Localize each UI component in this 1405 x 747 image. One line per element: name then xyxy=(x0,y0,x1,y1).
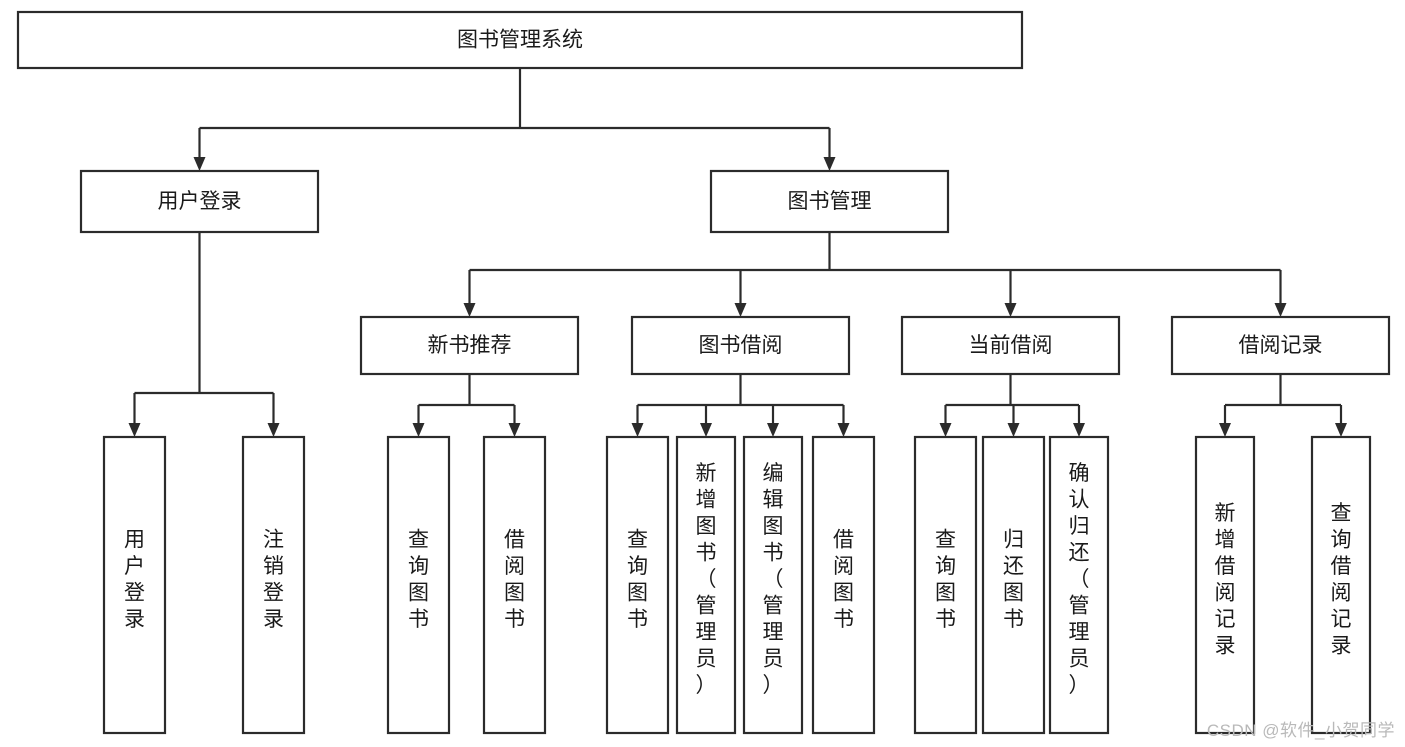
node-leaf-borrow-book-1-box[interactable] xyxy=(482,435,547,735)
node-leaf-add-book[interactable]: 新增图书（管理员） xyxy=(675,435,737,735)
node-leaf-query-record[interactable]: 查询借阅记录 xyxy=(1310,435,1372,735)
node-leaf-add-record-box[interactable] xyxy=(1194,435,1256,735)
node-leaf-query-record-label: 查询借阅记录 xyxy=(1331,502,1352,658)
node-leaf-borrow-book-2-box[interactable] xyxy=(811,435,876,735)
arrow-head-icon xyxy=(700,423,712,437)
node-leaf-user-login-label: 用户登录 xyxy=(124,528,145,631)
node-leaf-edit-book[interactable]: 编辑图书（管理员） xyxy=(742,435,804,735)
node-leaf-logout-label: 注销登录 xyxy=(263,528,284,631)
node-current-borrow[interactable]: 当前借阅 xyxy=(900,315,1121,376)
node-leaf-query-book-1-box[interactable] xyxy=(386,435,451,735)
node-book-borrow-box[interactable] xyxy=(630,315,851,376)
node-leaf-confirm-return-box[interactable] xyxy=(1048,435,1110,735)
node-leaf-query-book-1[interactable]: 查询图书 xyxy=(386,435,451,735)
arrow-head-icon xyxy=(823,157,836,171)
node-leaf-return-book[interactable]: 归还图书 xyxy=(981,435,1046,735)
node-leaf-add-book-label: 新增图书（管理员） xyxy=(696,462,717,697)
arrow-head-icon xyxy=(508,423,521,437)
node-leaf-borrow-book-1[interactable]: 借阅图书 xyxy=(482,435,547,735)
node-borrow-record-box[interactable] xyxy=(1170,315,1391,376)
node-book-borrow[interactable]: 图书借阅 xyxy=(630,315,851,376)
node-boxes: 图书管理系统用户登录图书管理新书推荐图书借阅当前借阅借阅记录用户登录注销登录查询… xyxy=(16,10,1391,735)
node-leaf-query-book-2-label: 查询图书 xyxy=(627,528,648,631)
node-leaf-query-book-3-label: 查询图书 xyxy=(935,528,956,631)
node-root-system-label: 图书管理系统 xyxy=(457,29,583,52)
node-book-borrow-label: 图书借阅 xyxy=(699,334,783,357)
arrow-head-icon xyxy=(463,303,476,317)
node-current-borrow-box[interactable] xyxy=(900,315,1121,376)
arrow-head-icon xyxy=(734,303,747,317)
node-book-manage-box[interactable] xyxy=(709,169,950,234)
node-leaf-confirm-return-label: 确认归还（管理员） xyxy=(1069,462,1090,697)
node-borrow-record[interactable]: 借阅记录 xyxy=(1170,315,1391,376)
node-new-book-recommend-box[interactable] xyxy=(359,315,580,376)
node-leaf-query-book-3[interactable]: 查询图书 xyxy=(913,435,978,735)
node-user-login[interactable]: 用户登录 xyxy=(79,169,320,234)
node-leaf-logout[interactable]: 注销登录 xyxy=(241,435,306,735)
node-leaf-add-record-label: 新增借阅记录 xyxy=(1215,502,1236,658)
node-leaf-return-book-label: 归还图书 xyxy=(1003,528,1024,631)
arrow-head-icon xyxy=(767,423,779,437)
arrow-head-icon xyxy=(193,157,206,171)
node-leaf-user-login-box[interactable] xyxy=(102,435,167,735)
arrow-head-icon xyxy=(1007,423,1020,437)
node-new-book-recommend-label: 新书推荐 xyxy=(428,334,512,357)
node-user-login-box[interactable] xyxy=(79,169,320,234)
node-book-manage[interactable]: 图书管理 xyxy=(709,169,950,234)
arrow-head-icon xyxy=(939,423,952,437)
arrow-head-icon xyxy=(128,423,141,437)
arrow-head-icon xyxy=(837,423,850,437)
arrow-head-icon xyxy=(631,423,644,437)
arrow-head-icon xyxy=(1335,423,1347,437)
arrow-head-icon xyxy=(267,423,280,437)
arrow-head-icon xyxy=(1274,303,1287,317)
node-leaf-return-book-box[interactable] xyxy=(981,435,1046,735)
node-leaf-edit-book-box[interactable] xyxy=(742,435,804,735)
node-user-login-label: 用户登录 xyxy=(158,190,242,213)
node-leaf-query-book-2-box[interactable] xyxy=(605,435,670,735)
node-leaf-borrow-book-1-label: 借阅图书 xyxy=(504,528,525,631)
node-root-system-box[interactable] xyxy=(16,10,1024,70)
node-borrow-record-label: 借阅记录 xyxy=(1239,334,1323,357)
node-leaf-query-record-box[interactable] xyxy=(1310,435,1372,735)
arrow-head-icon xyxy=(412,423,425,437)
node-leaf-query-book-2[interactable]: 查询图书 xyxy=(605,435,670,735)
connector-lines xyxy=(128,68,1347,437)
node-root-system[interactable]: 图书管理系统 xyxy=(16,10,1024,70)
node-book-manage-label: 图书管理 xyxy=(788,190,872,213)
node-leaf-user-login[interactable]: 用户登录 xyxy=(102,435,167,735)
arrow-head-icon xyxy=(1219,423,1231,437)
node-leaf-add-book-box[interactable] xyxy=(675,435,737,735)
node-leaf-add-record[interactable]: 新增借阅记录 xyxy=(1194,435,1256,735)
arrow-head-icon xyxy=(1073,423,1085,437)
node-leaf-confirm-return[interactable]: 确认归还（管理员） xyxy=(1048,435,1110,735)
node-leaf-borrow-book-2-label: 借阅图书 xyxy=(833,528,854,631)
arrow-head-icon xyxy=(1004,303,1017,317)
node-current-borrow-label: 当前借阅 xyxy=(969,334,1053,357)
node-leaf-edit-book-label: 编辑图书（管理员） xyxy=(763,462,784,697)
node-new-book-recommend[interactable]: 新书推荐 xyxy=(359,315,580,376)
node-leaf-query-book-1-label: 查询图书 xyxy=(408,528,429,631)
node-leaf-query-book-3-box[interactable] xyxy=(913,435,978,735)
node-leaf-borrow-book-2[interactable]: 借阅图书 xyxy=(811,435,876,735)
node-leaf-logout-box[interactable] xyxy=(241,435,306,735)
